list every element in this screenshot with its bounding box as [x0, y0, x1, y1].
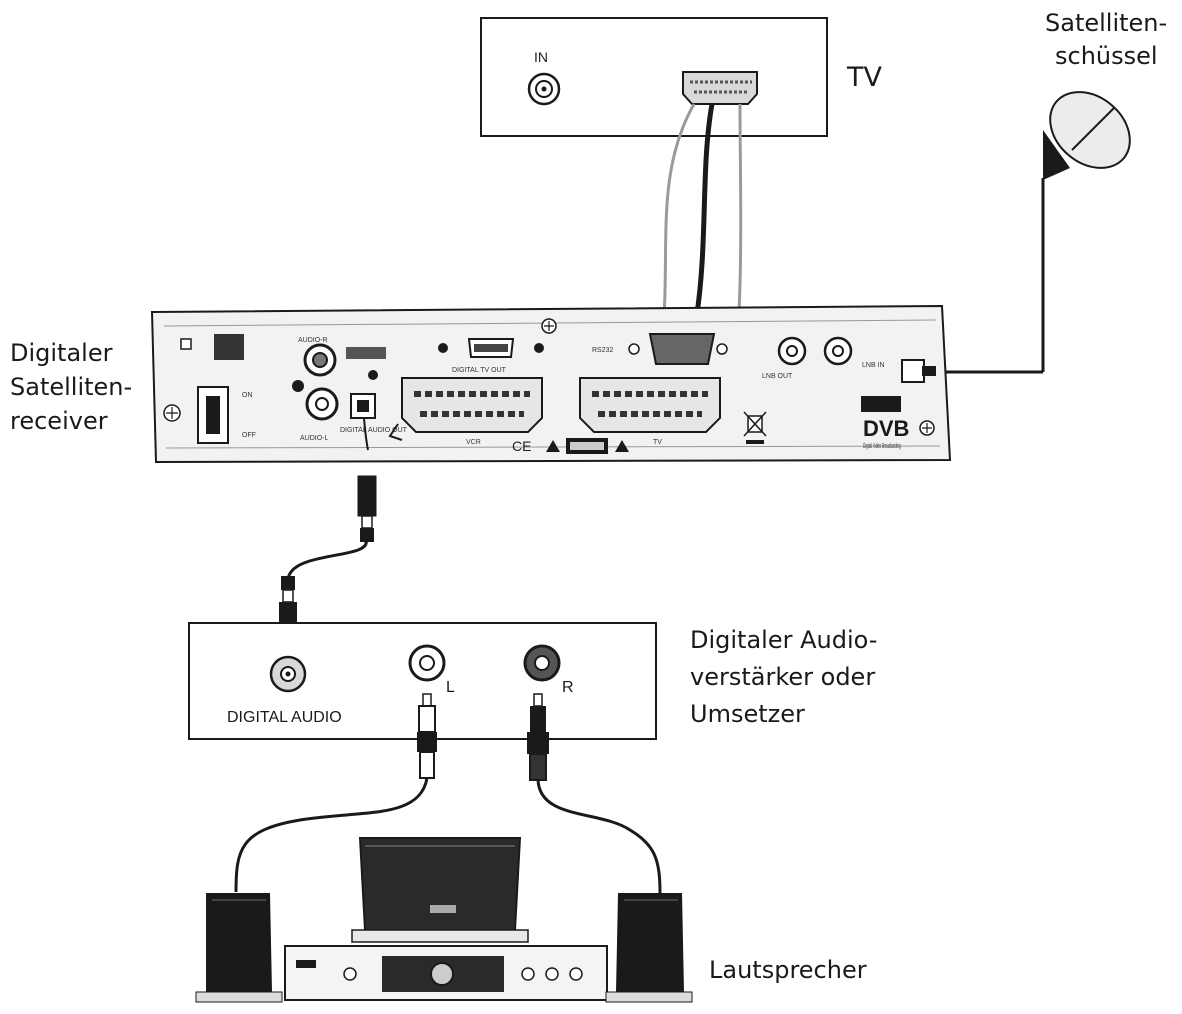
audio-left-jack: [408, 644, 446, 682]
dish-mount: [1043, 130, 1070, 180]
digital-audio-out-label: DIGITAL AUDIO OUT: [340, 427, 408, 434]
tv-device: IN TV: [480, 17, 882, 137]
rs232-port: [648, 333, 716, 365]
audio-right-label: R: [562, 679, 574, 696]
receiver-label-line1: Digitaler: [10, 339, 113, 367]
stereo-receiver: [284, 945, 608, 1001]
audio-left-label: L: [446, 679, 455, 696]
power-switch: [197, 386, 229, 444]
warning-icon-2: [615, 440, 629, 452]
speaker-cables: [234, 693, 662, 894]
amplifier-label-line3: Umsetzer: [690, 700, 805, 728]
dish-label-line2: schüssel: [1055, 42, 1158, 70]
amplifier-label-line2: verstärker oder: [690, 663, 875, 691]
dish-label-line1: Satelliten-: [1045, 9, 1167, 37]
digital-audio-cable: [279, 475, 377, 647]
audio-r-label: AUDIO-R: [298, 337, 328, 344]
audio-right-jack: [523, 644, 561, 682]
rca-plug-top: [357, 475, 377, 542]
left-rca-plug: [417, 693, 437, 779]
warning-icon: [546, 440, 560, 452]
digital-audio-in-jack: [269, 655, 307, 693]
right-speaker: [605, 893, 693, 1003]
receiver-label-line2: Satelliten-: [10, 373, 132, 401]
tv-scart-port: [682, 71, 758, 105]
subwoofer: [351, 837, 529, 943]
audio-l-label: AUDIO-L: [300, 435, 329, 442]
dvb-logo: DVB Digital Video Broadcasting: [861, 396, 909, 450]
tv-scart-out-port: [579, 377, 721, 433]
screw-icon: [163, 318, 935, 436]
speaker-system: Lautsprecher: [195, 837, 867, 1003]
amplifier-box: [188, 622, 657, 740]
speakers-label: Lautsprecher: [709, 956, 867, 984]
lnb-in-port: [823, 336, 853, 366]
digital-tv-out-label: DIGITAL TV OUT: [452, 367, 507, 374]
audio-r-jack: [303, 343, 337, 377]
switch-on-label: ON: [242, 392, 253, 399]
digital-audio-label: DIGITAL AUDIO: [227, 709, 342, 726]
vcr-label: VCR: [466, 439, 481, 446]
audio-amplifier: DIGITAL AUDIO L R Digitaler Audio- verst…: [188, 622, 877, 740]
digital-tv-out-port: [467, 338, 515, 358]
ce-mark: CE: [512, 438, 531, 454]
vcr-scart-port: [401, 377, 543, 433]
amplifier-label-line1: Digitaler Audio-: [690, 626, 877, 654]
tv-scart-label: TV: [653, 439, 662, 446]
right-rca-plug: [527, 693, 549, 781]
tv-antenna-in-port: [527, 72, 561, 106]
tv-in-label: IN: [534, 49, 548, 65]
switch-off-label: OFF: [242, 432, 256, 439]
digital-audio-out-port: [350, 393, 376, 419]
rs232-label: RS232: [592, 347, 614, 354]
lnb-in-label: LNB IN: [862, 362, 885, 369]
lnb-connector: [901, 359, 936, 383]
dvb-text: DVB: [863, 416, 909, 441]
power-socket: [214, 334, 244, 360]
tv-title: TV: [846, 62, 882, 93]
tv-box: [480, 17, 828, 137]
disposal-icon: [743, 411, 767, 444]
dish-feed-arm: [1071, 107, 1115, 151]
satellite-receiver: Digitaler Satelliten- receiver ON OFF AU…: [10, 304, 952, 464]
left-speaker: [195, 893, 283, 1003]
audio-l-jack: [305, 387, 339, 421]
receiver-label-line3: receiver: [10, 407, 108, 435]
lnb-out-port: [777, 336, 807, 366]
lnb-out-label: LNB OUT: [762, 373, 793, 380]
satellite-dish: Satelliten- schüssel: [935, 9, 1167, 374]
dvb-subtext: Digital Video Broadcasting: [863, 443, 901, 450]
